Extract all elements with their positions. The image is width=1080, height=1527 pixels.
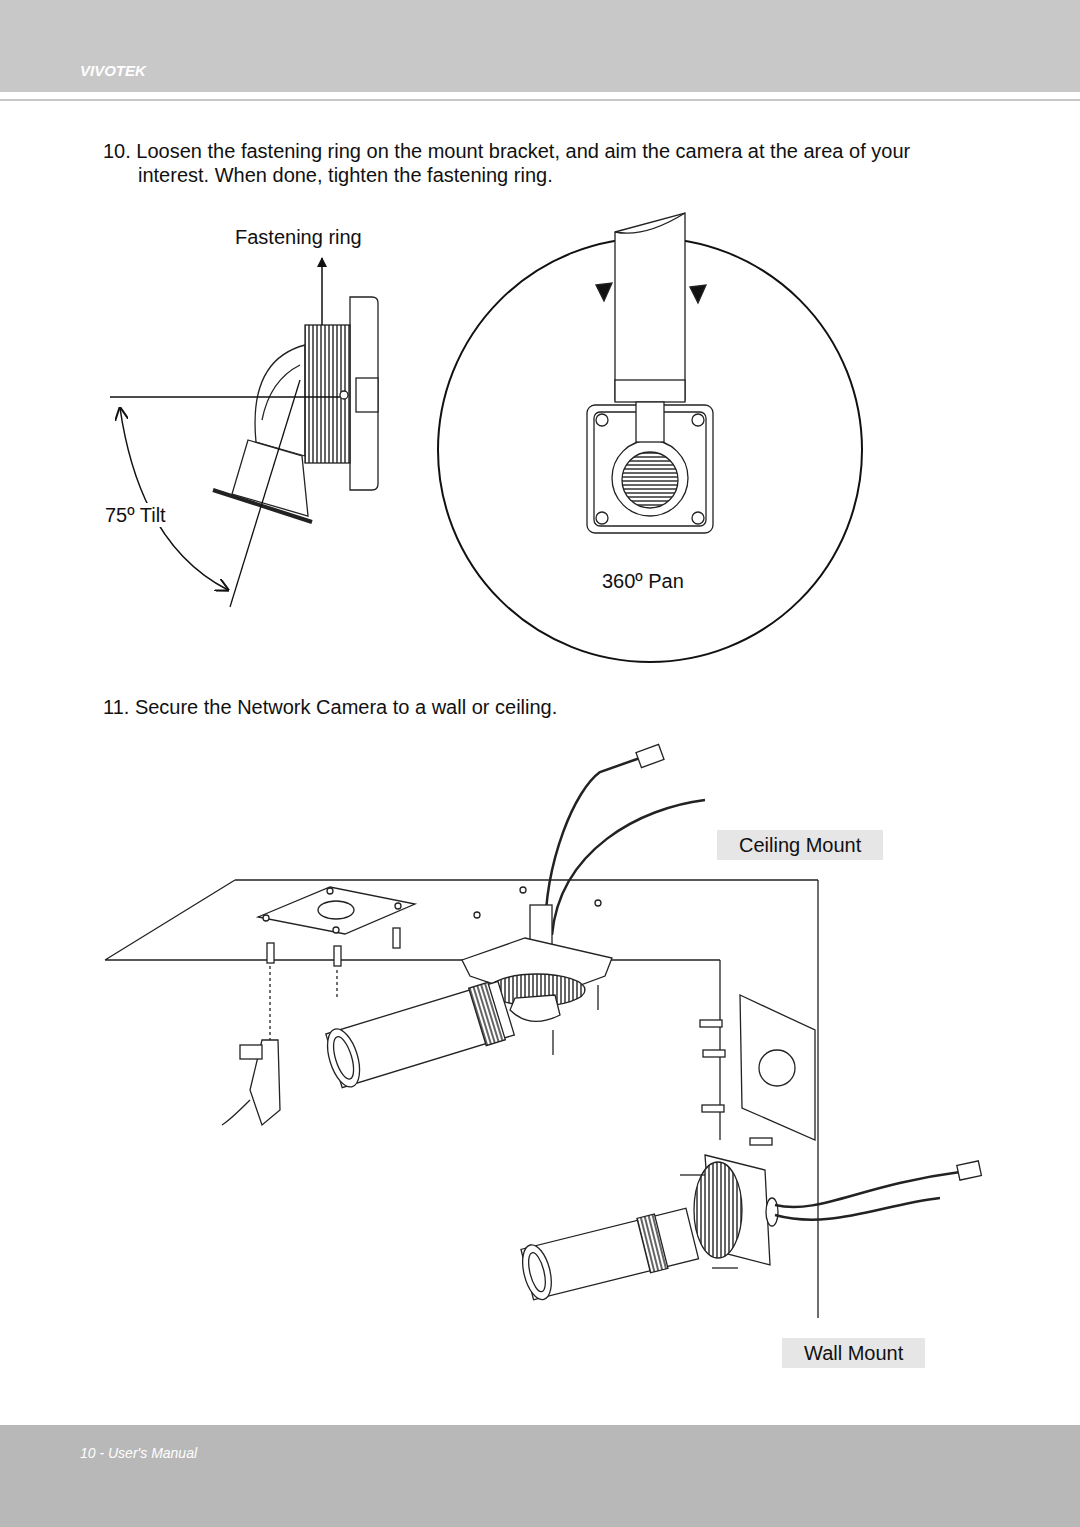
node-text: Ceiling Mount (739, 832, 861, 858)
node-text: Wall Mount (804, 1340, 903, 1366)
header-band: VIVOTEK (0, 0, 1080, 92)
step-text: 11. Secure the Network Camera to a wall … (103, 695, 983, 719)
caption-box: Ceiling Mount (717, 830, 883, 860)
node-text: VIVOTEK (80, 60, 1080, 81)
caption-box: Wall Mount (782, 1338, 925, 1368)
node-text: 10 - User's Manual (80, 1443, 1080, 1463)
footer-band: 10 - User's Manual (0, 1425, 1080, 1527)
angle-label: 360º Pan (600, 569, 686, 593)
mounting-scene (105, 744, 981, 1318)
tilt-figure (110, 258, 378, 607)
rule-line (0, 99, 1080, 101)
step-text: 10. Loosen the fastening ring on the mou… (103, 139, 983, 187)
pan-figure (438, 213, 862, 662)
angle-label: 75º Tilt (103, 503, 168, 527)
part-label: Fastening ring (233, 225, 364, 249)
